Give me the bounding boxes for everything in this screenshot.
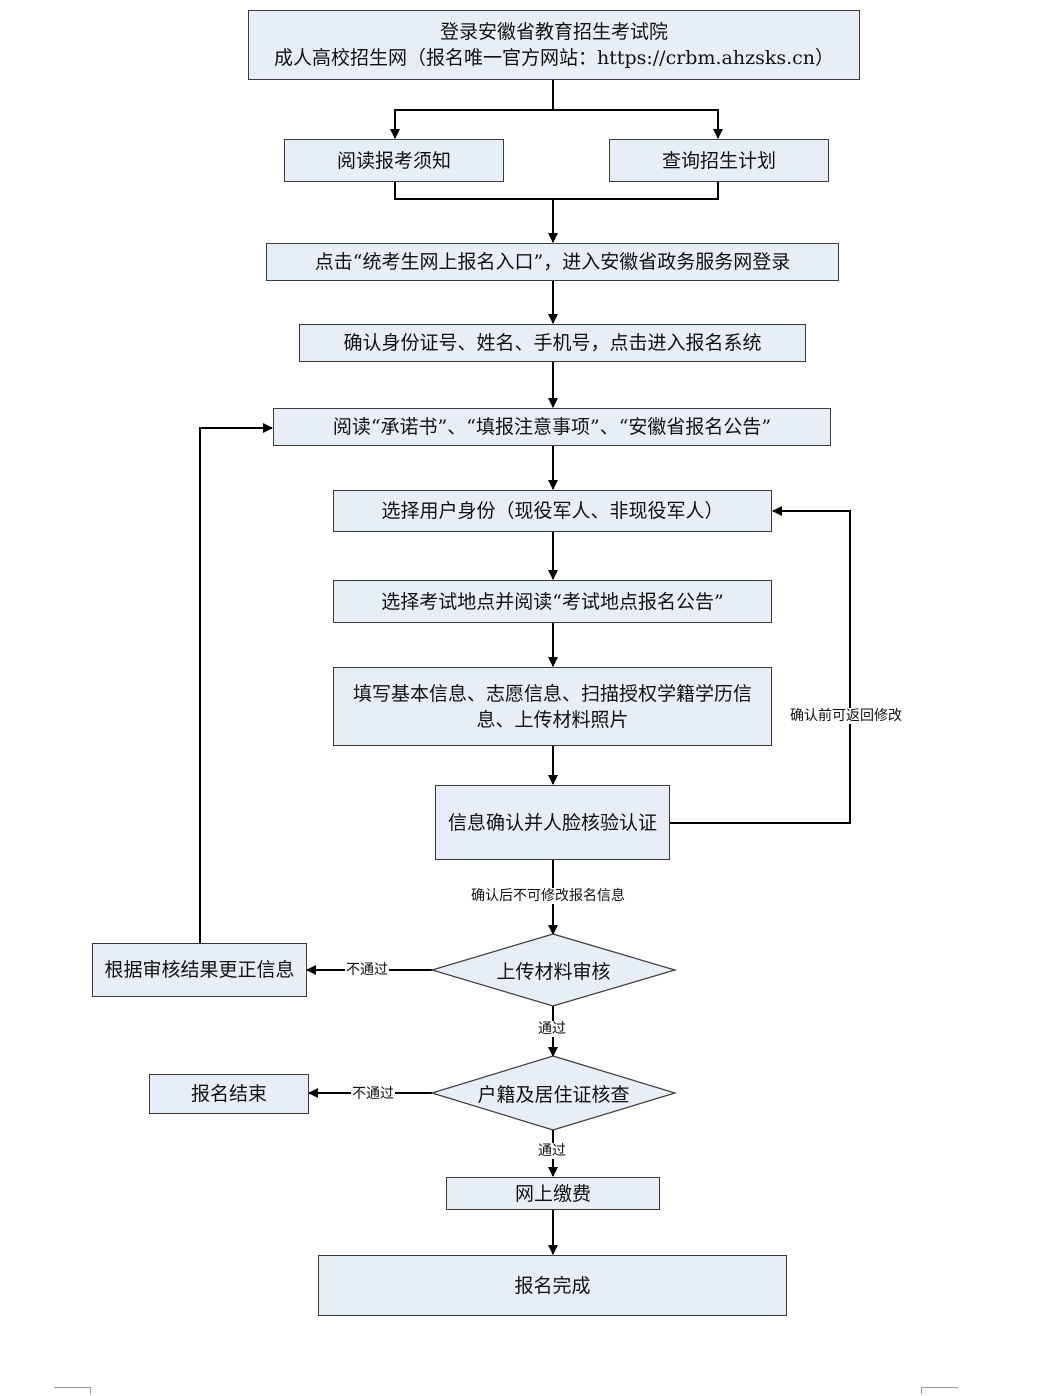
- node-correct-info: 根据审核结果更正信息: [92, 943, 307, 997]
- node-reg-end: 报名结束: [149, 1074, 309, 1114]
- label-return-before-confirm: 确认前可返回修改: [789, 708, 903, 724]
- node-choose-identity: 选择用户身份（现役军人、非现役军人）: [333, 490, 772, 532]
- node-login-line1: 登录安徽省教育招生考试院: [439, 21, 668, 43]
- node-login-line2: 成人高校招生网（报名唯一官方网站：https://crbm.ahzsks.cn）: [273, 47, 835, 69]
- node-click-entry: 点击“统考生网上报名入口”，进入安徽省政务服务网登录: [266, 243, 839, 281]
- edge-return-loop: [669, 506, 851, 824]
- page-corner-left: [54, 1387, 91, 1394]
- edge-login-split: [390, 80, 554, 139]
- decision-household-check-label: 户籍及居住证核查: [477, 1083, 630, 1106]
- node-read-docs: 阅读“承诺书”、“填报注意事项”、“安徽省报名公告”: [273, 408, 831, 446]
- node-read-notice: 阅读报考须知: [284, 139, 504, 182]
- node-login: 登录安徽省教育招生考试院 成人高校招生网（报名唯一官方网站：https://cr…: [248, 10, 860, 80]
- page-corner-right: [921, 1387, 958, 1394]
- node-fill-line2: 息、上传材料照片: [476, 708, 629, 731]
- decision-material-review-label: 上传材料审核: [496, 960, 611, 983]
- edge-merge: [394, 182, 719, 200]
- node-confirm-id: 确认身份证号、姓名、手机号，点击进入报名系统: [299, 324, 806, 362]
- label-no-modify-after-confirm: 确认后不可修改报名信息: [470, 888, 626, 904]
- node-query-plan: 查询招生计划: [609, 139, 829, 182]
- node-fill-line1: 填写基本信息、志愿信息、扫描授权学籍学历信: [352, 682, 752, 705]
- node-choose-site: 选择考试地点并阅读“考试地点报名公告”: [333, 580, 772, 623]
- edge-correct-loop: [199, 423, 273, 943]
- label-fail-household: 不通过: [351, 1086, 395, 1102]
- node-confirm-face: 信息确认并人脸核验认证: [435, 785, 670, 860]
- label-pass-review: 通过: [537, 1021, 567, 1037]
- node-reg-complete: 报名完成: [318, 1255, 787, 1316]
- decision-material-review: [429, 933, 678, 1007]
- decision-household-check: [429, 1055, 678, 1131]
- edge-login-split-right: [553, 109, 723, 139]
- label-pass-household: 通过: [537, 1143, 567, 1159]
- node-pay-online: 网上缴费: [446, 1177, 660, 1210]
- label-fail-review: 不通过: [345, 962, 389, 978]
- node-fill-info: 填写基本信息、志愿信息、扫描授权学籍学历信 息、上传材料照片: [333, 667, 772, 746]
